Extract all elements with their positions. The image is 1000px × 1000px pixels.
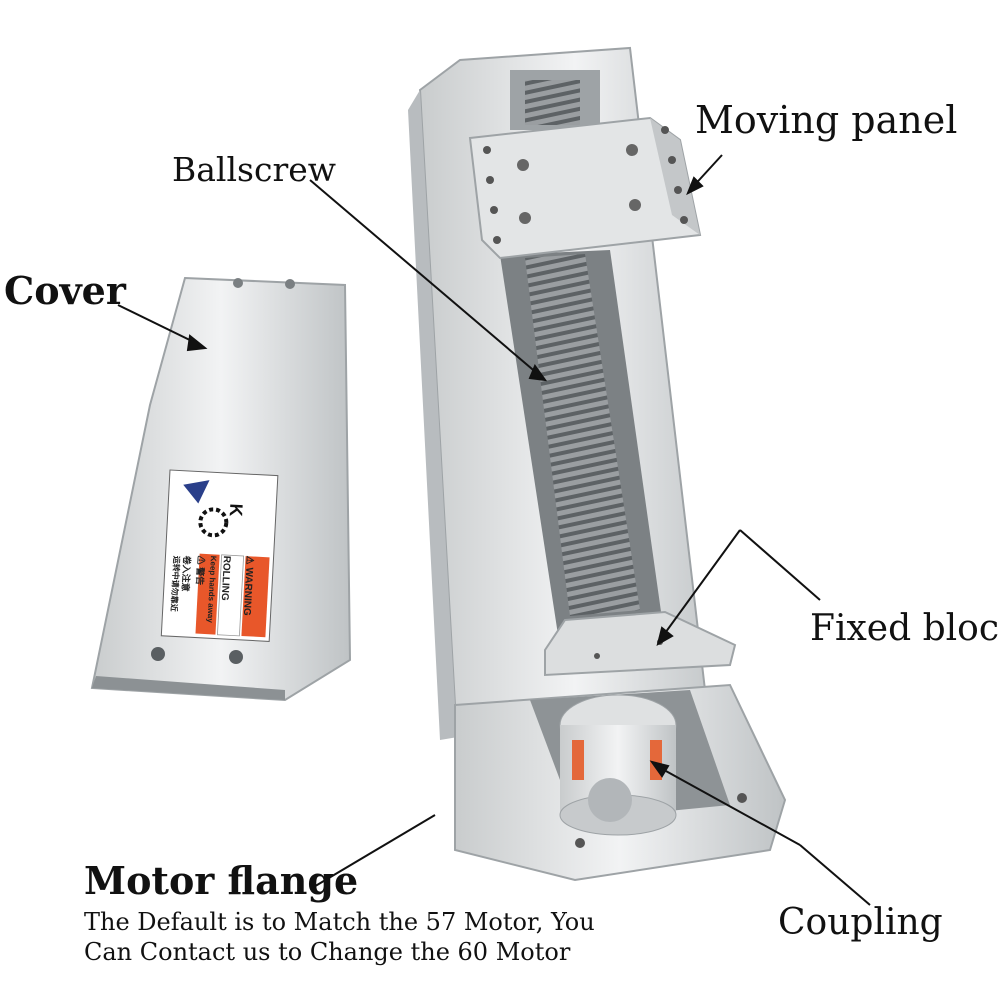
fixed-block-label: Fixed block (810, 608, 1000, 649)
svg-text:K: K (226, 503, 247, 517)
ballscrew-label: Ballscrew (172, 150, 337, 189)
motor-note-line2: Can Contact us to Change the 60 Motor (84, 938, 571, 966)
cover-label: Cover (4, 268, 126, 313)
linear-module (408, 46, 787, 882)
motor-note-line1: The Default is to Match the 57 Motor, Yo… (84, 908, 595, 936)
sticker-rolling: ROLLING (218, 555, 232, 601)
sticker-cn-warning: ⚠ 警告 (194, 555, 207, 586)
moving-panel-label: Moving panel (695, 98, 958, 142)
coupling-label: Coupling (778, 902, 943, 943)
coupling-part (559, 694, 677, 836)
cover-part: K (90, 276, 352, 702)
motor-flange-label: Motor flange (84, 858, 359, 903)
leader-lines (117, 154, 871, 906)
